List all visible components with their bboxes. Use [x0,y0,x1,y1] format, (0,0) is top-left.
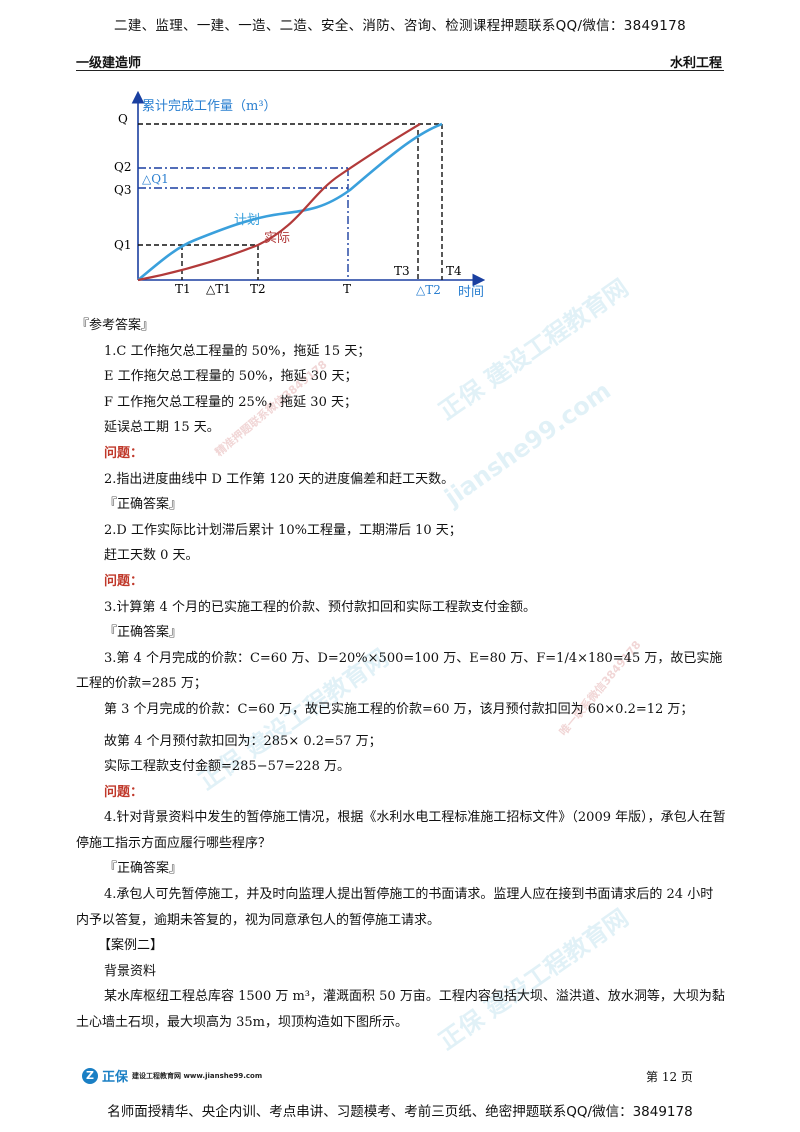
body-text: 『参考答案』 1.C 工作拖欠总工程量的 50%，拖延 15 天； E 工作拖欠… [76,313,726,1036]
label-q1: Q1 [114,238,131,252]
label-q3: Q3 [114,183,131,197]
page-number: 第 12 页 [646,1070,693,1084]
top-banner: 二建、监理、一建、一造、二造、安全、消防、咨询、检测课程押题联系QQ/微信：38… [114,18,686,34]
label-dt2: △T2 [416,283,441,297]
correct-answer-heading: 『正确答案』 [104,861,183,877]
background-heading: 背景资料 [104,963,157,979]
answer-3-line-2: 第 3 个月完成的价款：C=60 万，故已实施工程的价款=60 万，该月预付款扣… [104,701,694,717]
label-t2: T2 [250,282,266,296]
answer-3-line-4: 实际工程款支付金额=285−57=228 万。 [104,759,350,775]
answer-3-line-3: 故第 4 个月预付款扣回为：285× 0.2=57 万； [104,733,382,749]
label-q2: Q2 [114,160,131,174]
label-delta-q1: △Q1 [142,172,169,186]
plan-label: 计划 [234,213,260,228]
x-axis-title: 时间 [458,285,484,300]
logo-brand: 正保 [102,1070,129,1085]
correct-answer-heading: 『正确答案』 [104,497,183,513]
answer-1-line-4: 延误总工期 15 天。 [104,420,220,436]
label-dt1: △T1 [206,282,231,296]
running-head-right: 水利工程 [669,56,722,71]
label-t4: T4 [446,264,462,278]
answer-4: 4.承包人可先暂停施工，并及时向监理人提出暂停施工的书面请求。监理人应在接到书面… [76,887,714,928]
actual-curve [137,123,421,282]
answer-1-line-2: E 工作拖欠总工程量的 50%，拖延 30 天； [104,369,358,385]
answer-3-line-1: 3.第 4 个月完成的价款：C=60 万、D=20%×500=100 万、E=8… [76,650,723,692]
answer-2-line-2: 赶工天数 0 天。 [104,548,199,564]
correct-answer-heading: 『正确答案』 [104,625,183,641]
label-q: Q [118,112,128,126]
question-4: 4.针对背景资料中发生的暂停施工情况，根据《水利水电工程标准施工招标文件》（20… [76,810,726,851]
running-head-left: 一级建造师 [76,56,142,71]
question-3: 3.计算第 4 个月的已实施工程的价款、预付款扣回和实际工程款支付金额。 [104,599,536,615]
logo-tagline: 建设工程教育网 www.jianshe99.com [132,1071,263,1080]
progress-curve-figure: 累计完成工作量（m³） Q Q2 Q3 Q1 △Q1 计划 实际 T1 △T1 … [114,90,486,300]
footer-logo: Z 正保 建设工程教育网 www.jianshe99.com [82,1066,262,1085]
answer-1-line-3: F 工作拖欠总工程量的 25%，拖延 30 天； [104,394,357,410]
answer-1-line-1: 1.C 工作拖欠总工程量的 50%，拖延 15 天； [104,343,371,359]
reference-answer-heading: 『参考答案』 [76,318,155,333]
question-label: 问题： [104,784,144,800]
question-2: 2.指出进度曲线中 D 工作第 120 天的进度偏差和赶工天数。 [104,471,455,487]
case-2-background: 某水库枢纽工程总库容 1500 万 m³，灌溉面积 50 万亩。工程内容包括大坝… [76,989,725,1031]
label-t: T [343,282,351,296]
bottom-banner: 名师面授精华、央企内训、考点串讲、习题模考、考前三页纸、绝密押题联系QQ/微信：… [107,1104,693,1120]
question-label: 问题： [104,573,144,589]
label-t3: T3 [394,264,410,278]
case-2-heading: 【案例二】 [98,938,164,954]
plan-curve [137,122,443,282]
actual-label: 实际 [264,231,290,246]
answer-2-line-1: 2.D 工作实际比计划滞后累计 10%工程量，工期滞后 10 天； [104,522,462,538]
header-rule [76,70,724,71]
question-label: 问题： [104,445,144,461]
zhengbao-logo-icon: Z [82,1067,98,1084]
y-axis-title: 累计完成工作量（m³） [142,99,277,114]
label-t1: T1 [175,282,191,296]
